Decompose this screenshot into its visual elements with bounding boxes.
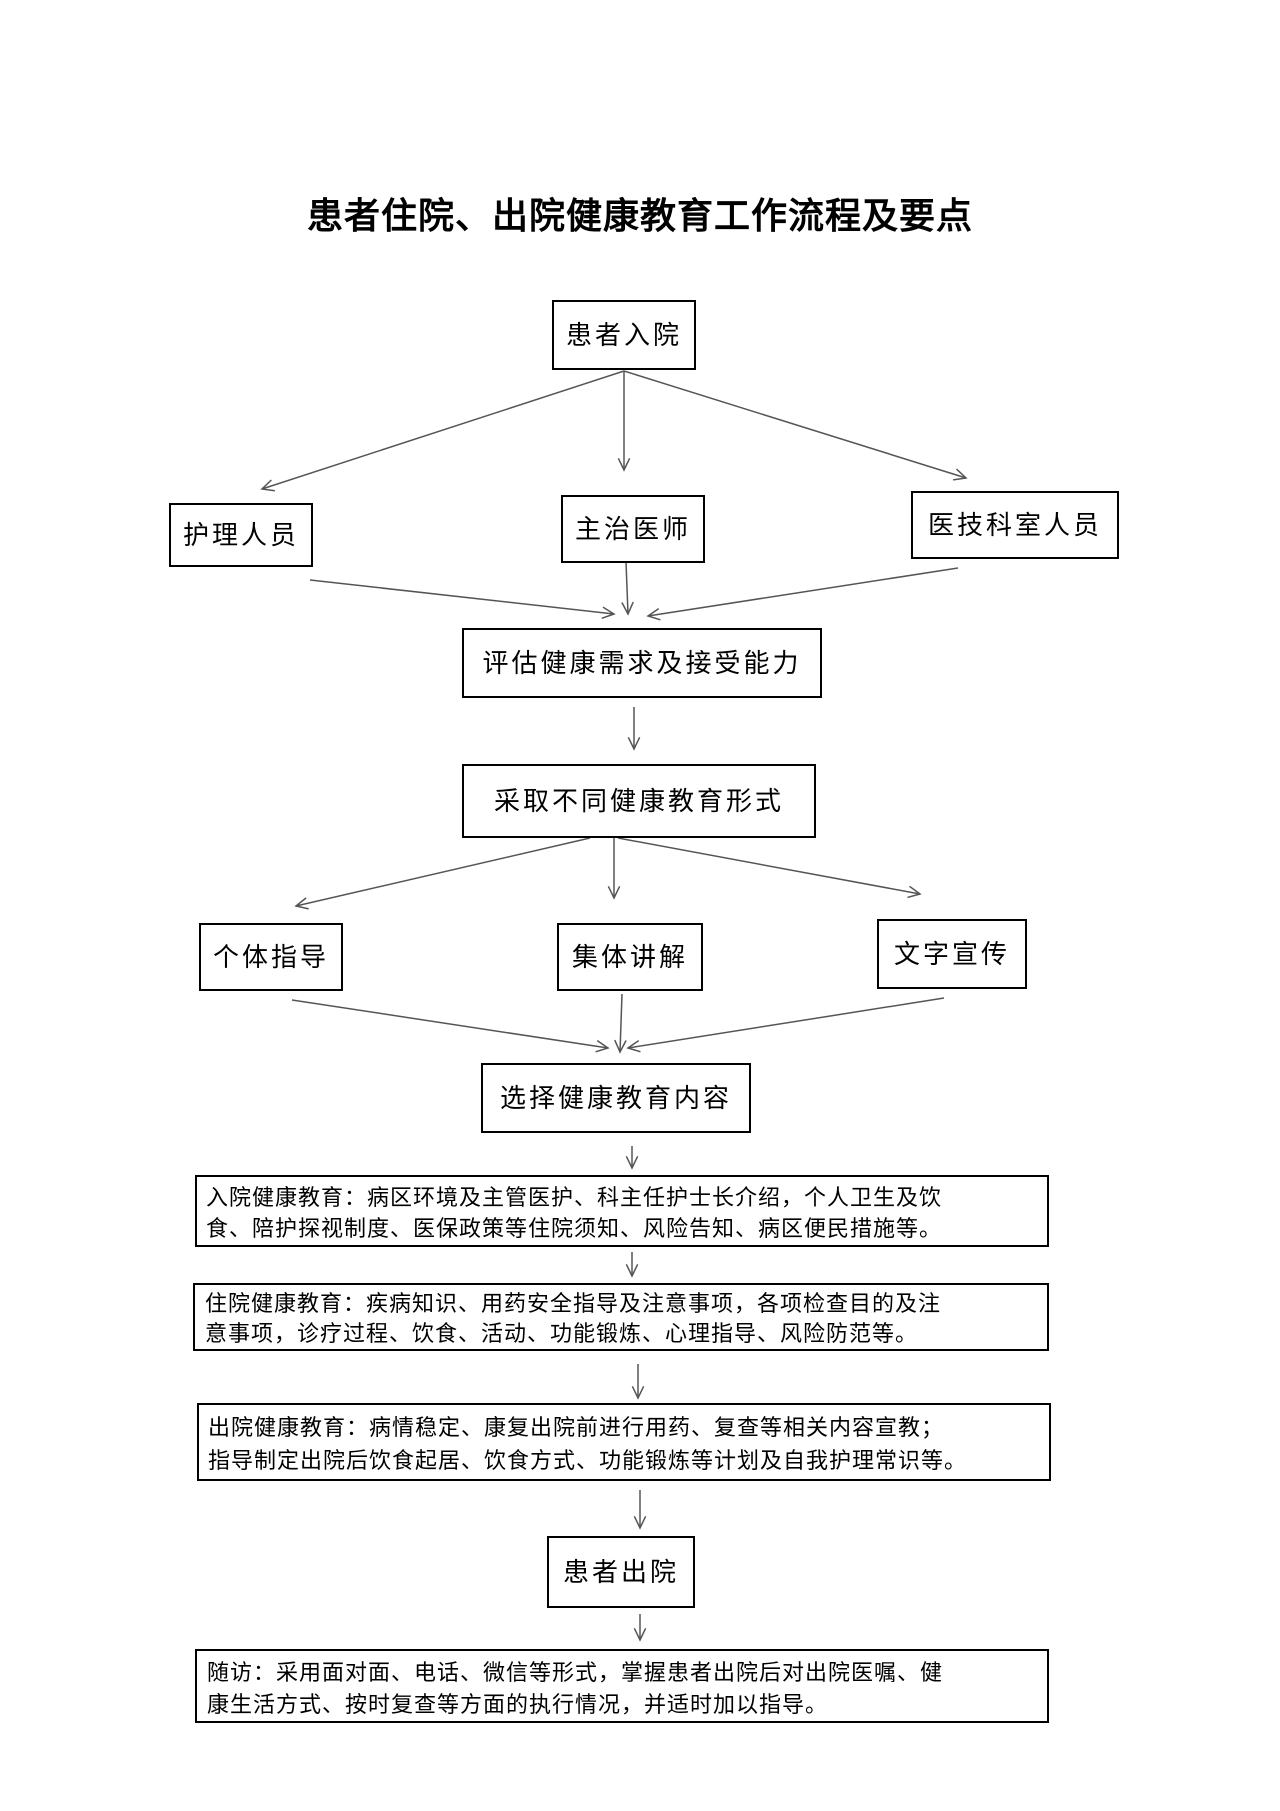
arrow-written-to-select [626,997,945,1053]
arrow-individual-to-select [291,999,610,1053]
admission-education-line-2: 食、陪护探视制度、医保政策等住院须知、风险告知、病区便民措施等。 [206,1217,942,1242]
node-discharge: 患者出院 [547,1536,695,1608]
arrow-nursing-to-assess [309,579,616,620]
admission-education-box: 入院健康教育：病区环境及主管医护、科主任护士长介绍，个人卫生及饮 食、陪护探视制… [195,1175,1049,1247]
arrow-medtech-to-assess [646,567,959,621]
arrow-forms-to-group [607,838,621,900]
node-medtech-staff-label: 医技科室人员 [928,511,1102,541]
node-discharge-label: 患者出院 [563,1558,679,1588]
inpatient-education-box: 住院健康教育：疾病知识、用药安全指导及注意事项，各项检查目的及注 意事项，诊疗过… [193,1283,1049,1351]
connector-arrows [260,370,968,1642]
arrow-group-to-select [614,993,627,1054]
arrow-inpatient-ed-to-discharge-ed [631,1364,645,1400]
node-select-content-label: 选择健康教育内容 [500,1084,732,1114]
arrow-admission-to-medtech [623,370,968,481]
arrow-admission-to-nursing [260,370,625,492]
arrow-select-to-admission-ed [625,1146,639,1170]
page-title: 患者住院、出院健康教育工作流程及要点 [307,195,973,237]
arrow-forms-to-individual [294,837,591,910]
node-select-content: 选择健康教育内容 [481,1063,751,1133]
node-attending-physician-label: 主治医师 [575,515,691,545]
follow-up-line-2: 康生活方式、按时复查等方面的执行情况，并适时加以指导。 [207,1693,828,1718]
discharge-education-box: 出院健康教育：病情稳定、康复出院前进行用药、复查等相关内容宣教； 指导制定出院后… [197,1403,1051,1481]
discharge-education-line-2: 指导制定出院后饮食起居、饮食方式、功能锻炼等计划及自我护理常识等。 [208,1449,967,1474]
arrow-discharge-to-follow-up [633,1614,647,1642]
arrow-forms-to-written [617,837,922,899]
node-group-explanation: 集体讲解 [557,923,703,991]
node-forms-label: 采取不同健康教育形式 [494,787,784,817]
node-medtech-staff: 医技科室人员 [911,491,1119,559]
node-group-explanation-label: 集体讲解 [572,943,688,973]
inpatient-education-line-1: 住院健康教育：疾病知识、用药安全指导及注意事项，各项检查目的及注 [205,1292,941,1317]
arrow-physician-to-assess [621,561,634,616]
node-attending-physician: 主治医师 [561,495,705,563]
node-admission-label: 患者入院 [566,321,682,351]
admission-education-line-1: 入院健康教育：病区环境及主管医护、科主任护士长介绍，个人卫生及饮 [206,1186,942,1211]
discharge-education-line-1: 出院健康教育：病情稳定、康复出院前进行用药、复查等相关内容宣教； [208,1416,944,1441]
node-assess: 评估健康需求及接受能力 [462,628,822,698]
node-assess-label: 评估健康需求及接受能力 [482,649,801,679]
node-forms: 采取不同健康教育形式 [462,764,816,838]
node-individual-guidance-label: 个体指导 [213,943,329,973]
node-written-promotion: 文字宣传 [877,919,1027,989]
node-nursing-staff: 护理人员 [169,503,313,567]
arrow-admission-to-physician [617,371,631,472]
node-admission: 患者入院 [552,300,696,370]
arrow-assess-to-forms [627,707,641,751]
arrow-admission-ed-to-inpatient-ed [625,1252,639,1278]
node-individual-guidance: 个体指导 [199,923,343,991]
arrow-discharge-ed-to-discharge [633,1490,647,1530]
follow-up-box: 随访：采用面对面、电话、微信等形式，掌握患者出院后对出院医嘱、健 康生活方式、按… [195,1649,1049,1723]
inpatient-education-line-2: 意事项，诊疗过程、饮食、活动、功能锻炼、心理指导、风险防范等。 [205,1322,918,1347]
follow-up-line-1: 随访：采用面对面、电话、微信等形式，掌握患者出院后对出院医嘱、健 [207,1661,943,1686]
node-written-promotion-label: 文字宣传 [894,940,1010,970]
node-nursing-staff-label: 护理人员 [183,521,299,551]
